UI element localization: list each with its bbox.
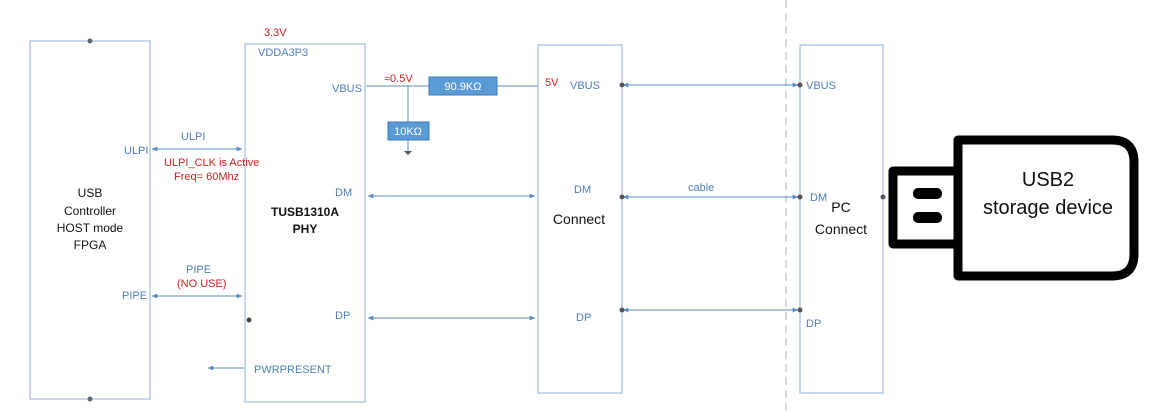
phy-block: 3.3V VDDA3P3 VBUS DM TUSB1310A PHY DP PW… bbox=[244, 27, 366, 403]
phy-pin-pwrpresent: PWRPRESENT bbox=[254, 364, 332, 376]
series-resistor bbox=[428, 76, 498, 96]
pc-label-line-2: Connect bbox=[815, 221, 867, 237]
pc-pin-dp: DP bbox=[806, 318, 821, 330]
fpga-pin-pipe: PIPE bbox=[122, 290, 147, 302]
fpga-label-line-3: HOST mode bbox=[57, 221, 124, 235]
pulldown-resistor-value: 10KΩ bbox=[394, 126, 422, 138]
usb-device-label-line-2: storage device bbox=[983, 197, 1113, 219]
cable-label: cable bbox=[688, 182, 714, 194]
fpga-pin-ulpi: ULPI bbox=[124, 145, 148, 157]
pc-pin-vbus: VBUS bbox=[806, 80, 836, 92]
connect-block: VBUS DM Connect DP bbox=[537, 44, 623, 394]
vbus-5v-label: 5V bbox=[545, 77, 559, 89]
phy-supply-pin: VDDA3P3 bbox=[258, 47, 308, 59]
phy-pin-dp: DP bbox=[335, 310, 350, 322]
phy-title-line-1: TUSB1310A bbox=[271, 205, 339, 219]
pipe-note: (NO USE) bbox=[177, 278, 227, 290]
usb-stick-icon: USB2 storage device bbox=[888, 135, 1139, 281]
vbus-divided-voltage: ≈0.5V bbox=[384, 73, 413, 85]
connect-pin-dp: DP bbox=[576, 312, 591, 324]
phy-pin-dm: DM bbox=[335, 187, 352, 199]
fpga-label-line-1: USB bbox=[78, 186, 103, 200]
pc-label-line-1: PC bbox=[831, 199, 850, 215]
fpga-label-line-4: FPGA bbox=[74, 238, 107, 252]
fpga-block: USB Controller HOST mode FPGA ULPI PIPE bbox=[29, 38, 151, 402]
connect-pin-vbus: VBUS bbox=[570, 80, 600, 92]
ulpi-link: ULPI ULPI_CLK is Active Freq= 60Mhz bbox=[151, 131, 259, 183]
usb-device-label-line-1: USB2 bbox=[1022, 169, 1074, 191]
pipe-link: PIPE (NO USE) bbox=[151, 264, 243, 299]
pipe-signal-label: PIPE bbox=[186, 264, 211, 276]
pc-pin-dm: DM bbox=[810, 192, 827, 204]
ground-icon bbox=[404, 151, 412, 155]
fpga-label-line-2: Controller bbox=[64, 204, 116, 218]
ulpi-signal-label: ULPI bbox=[181, 131, 205, 143]
phy-title-line-2: PHY bbox=[293, 222, 318, 236]
cable-links: cable bbox=[619, 82, 886, 313]
vbus-divider: ≈0.5V 90.9KΩ 5V 10KΩ bbox=[366, 73, 559, 155]
ulpi-clk-note-1: ULPI_CLK is Active bbox=[164, 157, 259, 169]
ulpi-clk-note-2: Freq= 60Mhz bbox=[174, 171, 239, 183]
connect-pin-dm: DM bbox=[574, 184, 591, 196]
series-resistor-value: 90.9KΩ bbox=[445, 81, 482, 93]
pc-block: VBUS DM PC Connect DP bbox=[799, 44, 884, 394]
phy-pin-vbus: VBUS bbox=[332, 83, 362, 95]
phy-supply-voltage: 3.3V bbox=[264, 27, 287, 39]
connect-label: Connect bbox=[553, 211, 605, 227]
